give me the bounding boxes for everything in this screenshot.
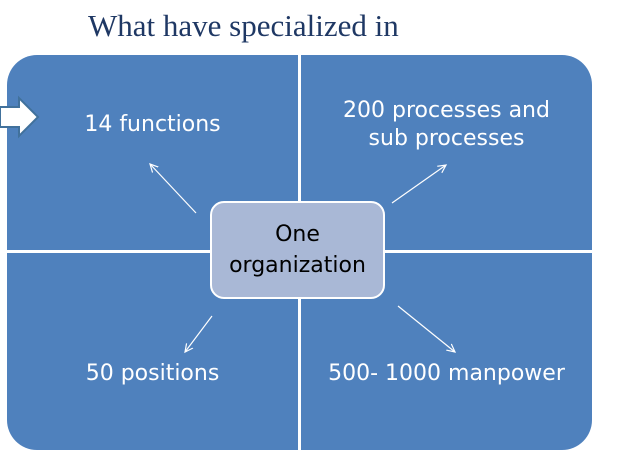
center-node: One organization bbox=[210, 201, 385, 299]
quadrant-label-functions: 14 functions bbox=[84, 112, 221, 137]
quadrant-label-processes: 200 processes and sub processes bbox=[343, 98, 550, 151]
matrix-diagram: 14 functions 200 processes and sub proce… bbox=[7, 55, 592, 450]
quadrant-label-positions: 50 positions bbox=[85, 361, 220, 386]
quadrant-label-manpower: 500- 1000 manpower bbox=[328, 361, 565, 386]
center-label: One organization bbox=[229, 222, 366, 278]
slide-title: What have specialized in bbox=[88, 8, 399, 43]
